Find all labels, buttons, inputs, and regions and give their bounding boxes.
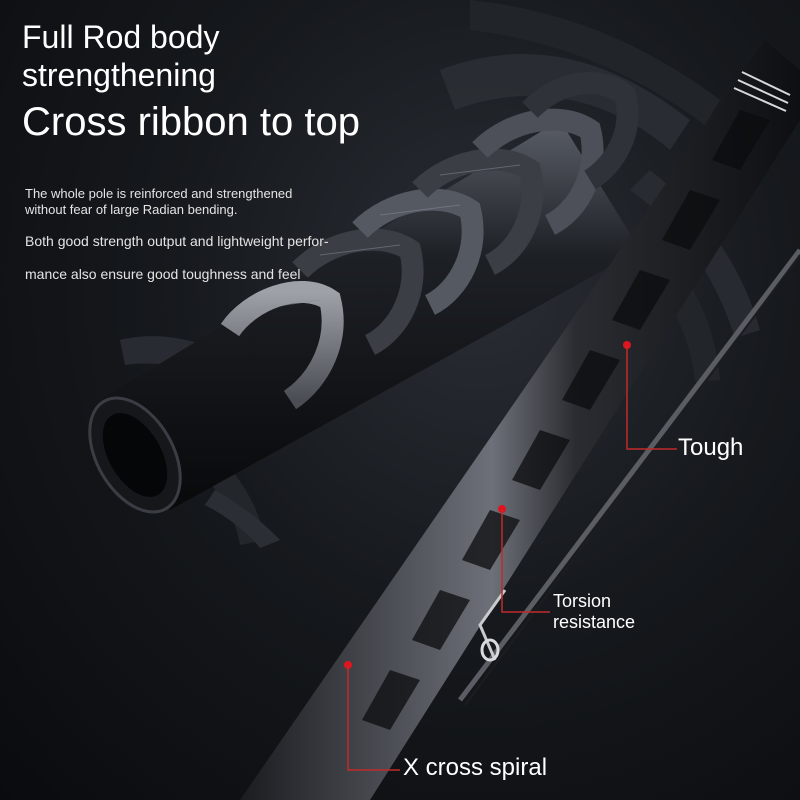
- rod-blank-illustration: [88, 72, 640, 514]
- callout-torsion-pointer: [498, 505, 550, 613]
- callout-x-cross-pointer: [344, 661, 400, 771]
- callout-tough-pointer: [623, 341, 677, 450]
- headline-title: Cross ribbon to top: [22, 100, 360, 144]
- description-line-2: without fear of large Radian bending.: [25, 202, 238, 217]
- line-guide-icon: [478, 589, 507, 662]
- description-line-4: mance also ensure good toughness and fee…: [25, 266, 301, 282]
- callout-tough-label: Tough: [678, 434, 744, 461]
- headline-line-1: Full Rod body: [22, 19, 220, 55]
- description-line-1: The whole pole is reinforced and strengt…: [25, 186, 293, 201]
- callout-x-cross-label: X cross spiral: [403, 754, 548, 781]
- headline-line-2: strengthening: [22, 57, 216, 93]
- description-line-3: Both good strength output and lightweigh…: [25, 233, 329, 249]
- callout-torsion-label-line-2: resistance: [553, 612, 636, 632]
- callout-torsion-label-line-1: Torsion: [553, 591, 612, 611]
- rod-blank-illustration: [240, 40, 800, 800]
